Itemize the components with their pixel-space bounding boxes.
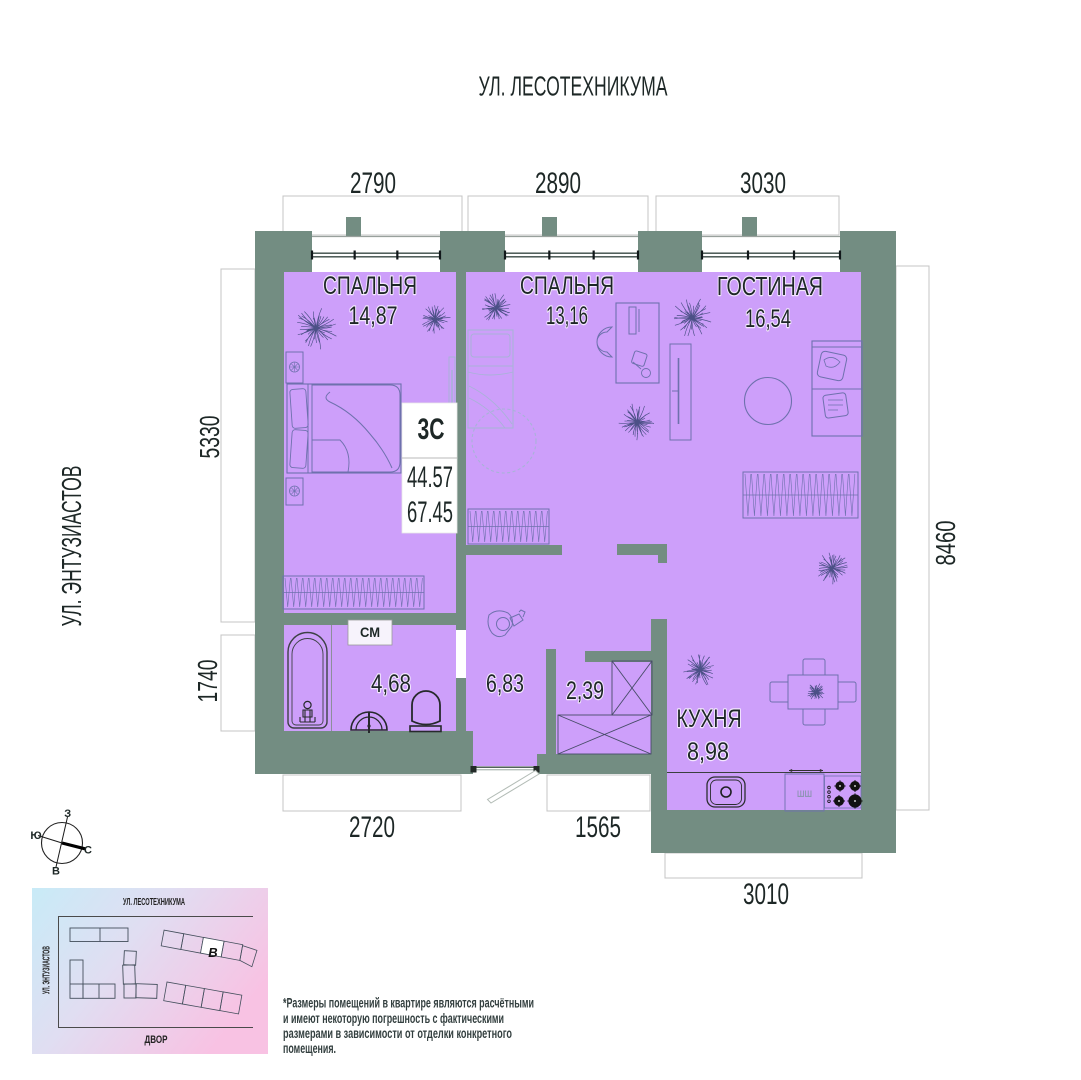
svg-text:помещения.: помещения. xyxy=(283,1040,336,1056)
svg-text:5330: 5330 xyxy=(194,416,225,459)
svg-text:С: С xyxy=(84,845,92,857)
svg-text:67.45: 67.45 xyxy=(407,496,453,529)
svg-text:6,83: 6,83 xyxy=(486,670,524,698)
svg-text:В: В xyxy=(52,866,60,878)
svg-text:СМ: СМ xyxy=(360,624,380,640)
svg-text:2,39: 2,39 xyxy=(566,677,604,705)
svg-text:2790: 2790 xyxy=(350,167,396,200)
svg-text:2720: 2720 xyxy=(349,811,395,844)
svg-text:1565: 1565 xyxy=(575,811,621,844)
svg-text:14,87: 14,87 xyxy=(349,302,398,330)
svg-text:УЛ. ЛЕСОТЕХНИКУМА: УЛ. ЛЕСОТЕХНИКУМА xyxy=(479,71,668,102)
svg-text:Ю: Ю xyxy=(30,830,41,842)
svg-text:З: З xyxy=(64,808,71,820)
svg-text:4,68: 4,68 xyxy=(371,670,411,698)
svg-text:8,98: 8,98 xyxy=(687,738,729,766)
svg-text:ШШ: ШШ xyxy=(797,789,812,800)
svg-text:УЛ. ЭНТУЗИАСТОВ: УЛ. ЭНТУЗИАСТОВ xyxy=(56,466,87,627)
svg-text:3030: 3030 xyxy=(740,167,786,200)
svg-text:УЛ. ЛЕСОТЕХНИКУМА: УЛ. ЛЕСОТЕХНИКУМА xyxy=(123,896,185,908)
svg-text:УЛ. ЭНТУЗИАСТОВ: УЛ. ЭНТУЗИАСТОВ xyxy=(42,946,53,994)
svg-text:13,16: 13,16 xyxy=(546,302,588,330)
svg-text:3010: 3010 xyxy=(743,878,789,911)
svg-text:размерами в зависимости от отд: размерами в зависимости от отделки конкр… xyxy=(283,1025,512,1041)
svg-text:1740: 1740 xyxy=(192,660,223,703)
svg-text:СПАЛЬНЯ: СПАЛЬНЯ xyxy=(323,272,417,300)
svg-text:2890: 2890 xyxy=(535,167,581,200)
svg-text:3С: 3С xyxy=(418,413,445,446)
svg-text:и имеют некоторую погрешность: и имеют некоторую погрешность с фактичес… xyxy=(283,1010,504,1026)
svg-text:8460: 8460 xyxy=(930,521,961,566)
svg-text:В: В xyxy=(208,945,217,960)
svg-text:*Размеры помещений в квартире: *Размеры помещений в квартире являются р… xyxy=(283,995,534,1011)
svg-text:ДВОР: ДВОР xyxy=(145,1034,168,1046)
svg-text:16,54: 16,54 xyxy=(745,305,791,333)
svg-text:ГОСТИНАЯ: ГОСТИНАЯ xyxy=(717,271,823,301)
svg-text:СПАЛЬНЯ: СПАЛЬНЯ xyxy=(520,272,614,300)
svg-text:КУХНЯ: КУХНЯ xyxy=(677,705,742,733)
svg-text:44.57: 44.57 xyxy=(407,461,453,494)
